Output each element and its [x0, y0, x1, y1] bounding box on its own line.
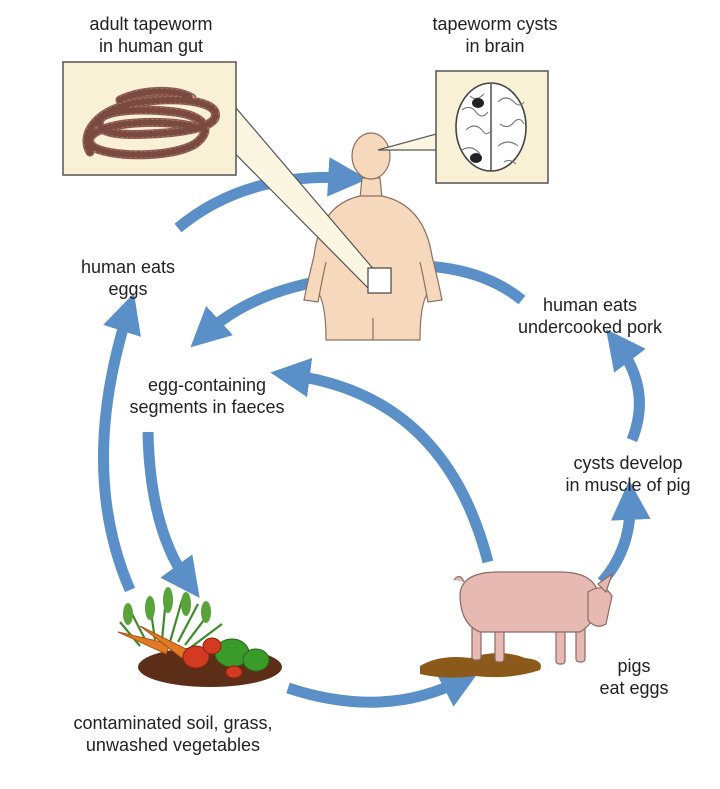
carrot-1 [117, 631, 171, 655]
arrow-eggs-to-human [174, 157, 368, 233]
adult-tapeworm-illustration [82, 86, 220, 160]
arrow-soil-to-pig [286, 670, 480, 708]
label-cysts-brain: tapeworm cysts in brain [420, 13, 570, 57]
label-adult-tapeworm: adult tapeworm in human gut [66, 13, 236, 57]
label-egg-segments-line2: segments in faeces [129, 397, 285, 417]
brain-cyst-bottom [470, 153, 482, 163]
label-pigs-eat-eggs-line1: pigs [617, 656, 651, 676]
human-right-arm [419, 255, 443, 303]
label-human-eats-pork-line1: human eats [542, 295, 638, 315]
label-human-eats-pork-line2: undercooked pork [517, 317, 663, 337]
gut-marker-box [367, 267, 392, 294]
brain-cyst-top [472, 98, 484, 108]
human-head [351, 132, 391, 180]
label-cysts-brain-line2: in brain [465, 36, 525, 56]
human-neck [359, 177, 383, 199]
faeces-patch [420, 653, 541, 678]
label-adult-tapeworm-line1: adult tapeworm [89, 14, 213, 34]
label-human-eats-eggs-line1: human eats [80, 257, 176, 277]
label-human-eats-eggs: human eats eggs [78, 256, 178, 300]
arrow-muscle-cysts-to-pork [606, 329, 646, 443]
label-egg-segments-line1: egg-containing [147, 375, 267, 395]
label-cysts-muscle-line2: in muscle of pig [565, 475, 691, 495]
label-contaminated-line1: contaminated soil, grass, [73, 713, 273, 733]
label-cysts-muscle-line1: cysts develop [573, 453, 683, 473]
label-pigs-eat-eggs: pigs eat eggs [584, 655, 684, 699]
pig-illustration [420, 571, 614, 678]
label-contaminated: contaminated soil, grass, unwashed veget… [48, 712, 298, 756]
label-contaminated-line2: unwashed vegetables [85, 735, 261, 755]
label-cysts-brain-line1: tapeworm cysts [432, 14, 558, 34]
arrow-faeces-to-soil [142, 431, 200, 598]
human-left-arm [303, 255, 327, 303]
label-cysts-muscle: cysts develop in muscle of pig [540, 452, 716, 496]
tomato-2 [202, 637, 222, 655]
tomato-1 [182, 645, 210, 669]
arrow-soil-to-human-eats-eggs [98, 293, 141, 593]
vegetables-soil-illustration [117, 587, 282, 687]
arrow-pig-to-muscle-cysts [597, 480, 651, 586]
label-human-eats-pork: human eats undercooked pork [500, 294, 680, 338]
label-human-eats-eggs-line2: eggs [108, 279, 148, 299]
brain-illustration [455, 82, 527, 172]
label-egg-segments: egg-containing segments in faeces [112, 374, 302, 418]
label-pigs-eat-eggs-line2: eat eggs [599, 678, 669, 698]
label-adult-tapeworm-line2: in human gut [98, 36, 204, 56]
arrow-pig-to-faeces [270, 357, 494, 564]
